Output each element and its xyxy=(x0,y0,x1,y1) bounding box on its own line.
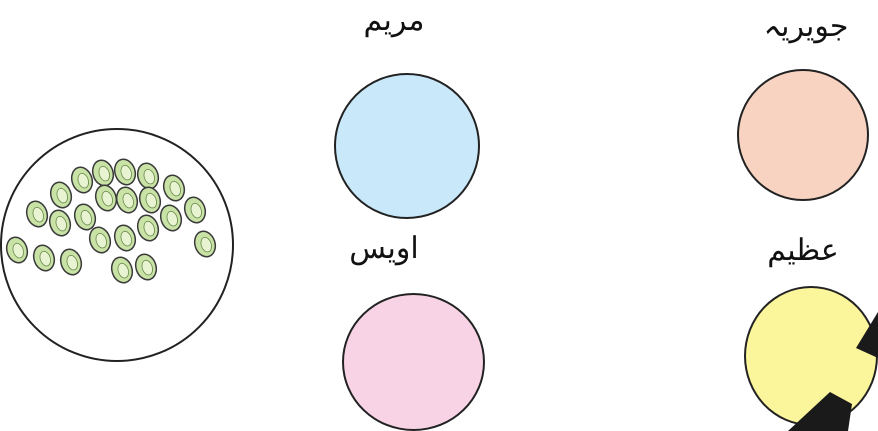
corner-arrow-shape xyxy=(856,312,878,358)
corner-arrow-shape-2 xyxy=(788,392,852,431)
